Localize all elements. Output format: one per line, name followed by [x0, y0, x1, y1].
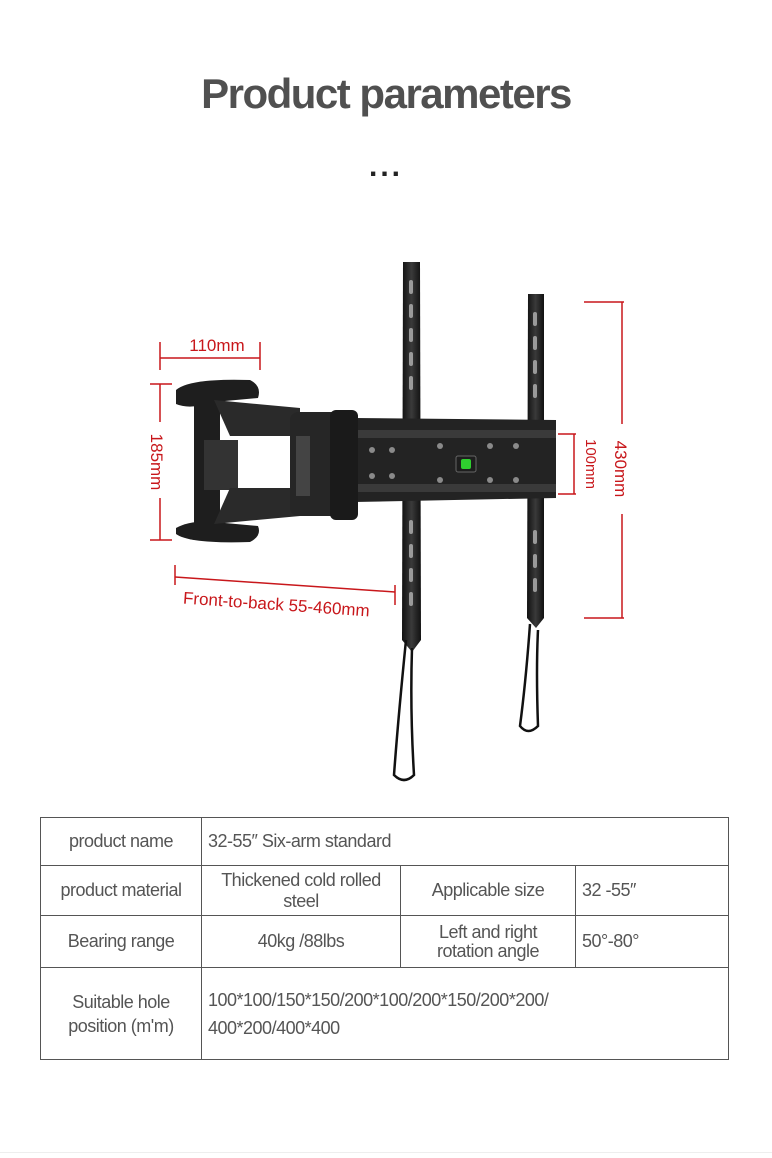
dimension-arm-height — [150, 383, 172, 541]
value-product-material: Thickened cold rolled steel — [201, 865, 401, 916]
dimension-label-100: 100mm — [582, 439, 599, 489]
dimension-label-front-to-back: Front-to-back 55-460mm — [182, 589, 370, 621]
label-hole-position: Suitable hole position (m'm) — [40, 967, 202, 1060]
value-hole-position-line1: 100*100/150*150/200*100/200*150/200*200/ — [208, 989, 549, 1010]
label-rotation-angle: Left and right rotation angle — [400, 915, 576, 968]
dimension-arm-width — [159, 342, 261, 370]
parameters-table: product name 32-55″ Six-arm standard pro… — [40, 817, 730, 1060]
dimension-hole-spacing — [558, 433, 576, 495]
mounting-plate — [354, 418, 556, 502]
label-rotation-angle-line1: Left and right — [438, 921, 538, 942]
bubble-level-icon — [461, 459, 471, 469]
dimension-label-110: 110mm — [189, 336, 244, 355]
value-rotation-angle: 50°-80° — [574, 915, 730, 968]
table-row: product material Thickened cold rolled s… — [40, 865, 730, 916]
dimension-label-185: 185mm — [147, 434, 166, 491]
table-row: Bearing range 40kg /88lbs Left and right… — [40, 915, 730, 968]
value-product-name: 32-55″ Six-arm standard — [200, 817, 730, 866]
label-hole-position-line2: position (m'm) — [68, 1015, 174, 1036]
label-hole-position-line1: Suitable hole — [72, 991, 170, 1012]
table-row: product name 32-55″ Six-arm standard — [40, 817, 730, 866]
bottom-divider — [0, 1152, 772, 1153]
value-applicable-size: 32 -55″ — [574, 865, 730, 916]
pull-strings — [392, 623, 540, 782]
value-hole-position-line2: 400*200/400*400 — [208, 1017, 340, 1038]
label-product-name: product name — [40, 817, 202, 866]
value-bearing-range: 40kg /88lbs — [201, 915, 401, 968]
label-bearing-range: Bearing range — [40, 915, 202, 968]
table-row: Suitable hole position (m'm) 100*100/150… — [40, 967, 730, 1060]
dimension-plate-height — [584, 301, 624, 619]
label-applicable-size: Applicable size — [400, 865, 576, 916]
page-title: Product parameters — [201, 70, 572, 117]
value-hole-position: 100*100/150*150/200*100/200*150/200*200/… — [200, 967, 730, 1060]
dimension-front-to-back — [174, 565, 396, 605]
tv-mount-illustration: 110mm 185mm Front-to-back 55-460mm 100mm… — [147, 262, 630, 782]
dimension-label-430: 430mm — [611, 441, 630, 498]
label-rotation-angle-line2: rotation angle — [436, 940, 540, 961]
title-dots: ... — [368, 150, 403, 183]
label-product-material: product material — [40, 865, 202, 916]
articulating-arm — [176, 379, 358, 543]
